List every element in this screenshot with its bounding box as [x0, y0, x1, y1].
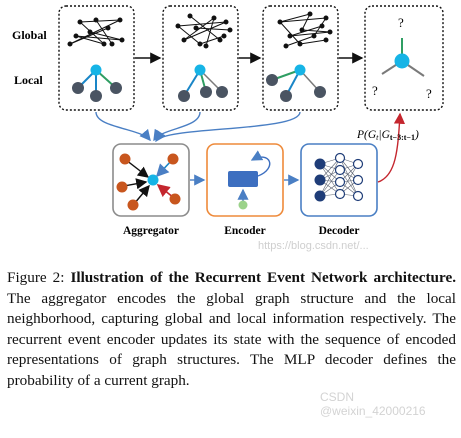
- caption-text: The aggregator encodes the global graph …: [7, 289, 456, 389]
- encoder-label: Encoder: [224, 225, 266, 237]
- graph-snapshot-current: ? ? ?: [364, 5, 444, 111]
- snapshot-to-aggregator-links: [95, 111, 301, 143]
- figure-caption: Figure 2: Illustration of the Recurrent …: [7, 268, 456, 392]
- caption-label: Figure 2:: [7, 269, 65, 286]
- graph-snapshot-t-3: [58, 5, 135, 111]
- local-graph-t-1: [266, 64, 326, 102]
- unknown-node-top: ?: [398, 15, 404, 30]
- architecture-diagram: Global Local: [12, 5, 444, 237]
- graph-snapshot-t-2: [162, 5, 239, 111]
- global-graph-t-2: [175, 13, 233, 49]
- decoder-module: [300, 143, 378, 217]
- watermark-top: https://blog.csdn.net/...: [258, 240, 369, 252]
- global-graph-t-1: [277, 11, 333, 49]
- caption-title: Illustration of the Recurrent Event Netw…: [70, 269, 456, 286]
- unknown-node-right: ?: [426, 86, 432, 101]
- local-graph-t-3: [72, 64, 122, 102]
- unknown-node-left: ?: [372, 83, 378, 98]
- decoder-to-output-arrow: [377, 112, 406, 183]
- graph-snapshot-t-1: [262, 5, 339, 111]
- decoder-label: Decoder: [319, 225, 360, 237]
- aggregator-label: Aggregator: [123, 225, 179, 237]
- output-probability-formula: P(Gt|Gt−3:t−1): [356, 129, 419, 142]
- global-row-label: Global: [12, 28, 47, 42]
- aggregator-module: [112, 143, 190, 217]
- local-row-label: Local: [14, 73, 43, 87]
- global-graph-t-3: [67, 17, 125, 47]
- encoder-module: [206, 143, 284, 217]
- local-graph-t-2: [178, 64, 228, 102]
- watermark-bottom: CSDN @weixin_42000216: [320, 390, 426, 418]
